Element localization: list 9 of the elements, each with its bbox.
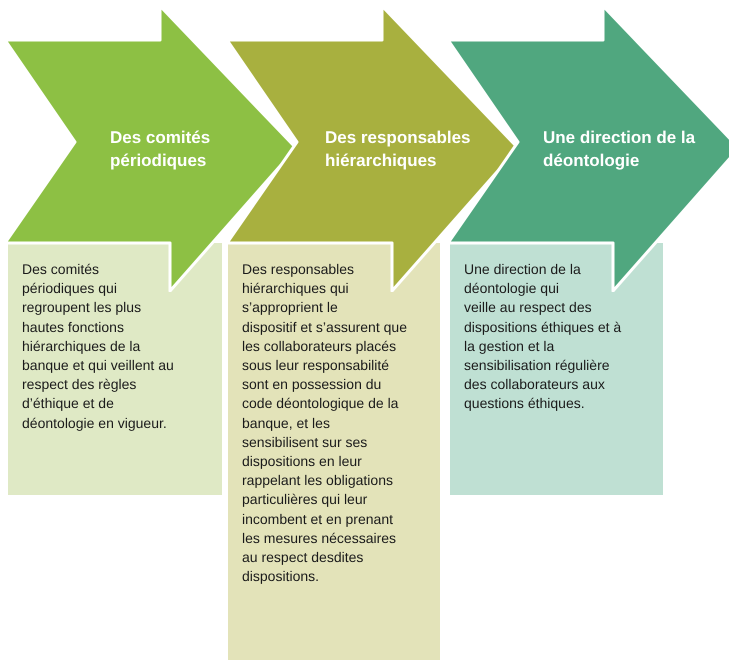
description-panel [228, 243, 440, 660]
arrow-heading: Des comités périodiques [110, 127, 212, 172]
description-panel [8, 243, 222, 495]
description-text: Des responsables hiérarchiques qui s’approprient le dispositif et s’assurent que les collaborateurs placés sous leur responsabilité sont en possession du code déontologique de la banque, et les sensibilisent sur ses dispositions en leur rappelant les obligations particulières qui leur incombent et en prenant les mesures nécessaires au respect desdites dispositions. [242, 260, 408, 586]
description-text: Des comités périodiques qui regroupent les plus hautes fonctions hiérarchiques de la banque et qui veillent au respect des règles d’éthique et de déontologie en vigueur. [22, 260, 175, 433]
arrow-heading: Des responsables hiérarchiques [325, 127, 472, 172]
description-text: Une direction de la déontologie qui veille au respect des dispositions éthiques et à la gestion et la sensibilisation régulière des collaborateurs aux questions éthiques. [464, 260, 622, 414]
arrow-heading: Une direction de la déontologie [543, 127, 696, 172]
description-panel [450, 243, 663, 495]
